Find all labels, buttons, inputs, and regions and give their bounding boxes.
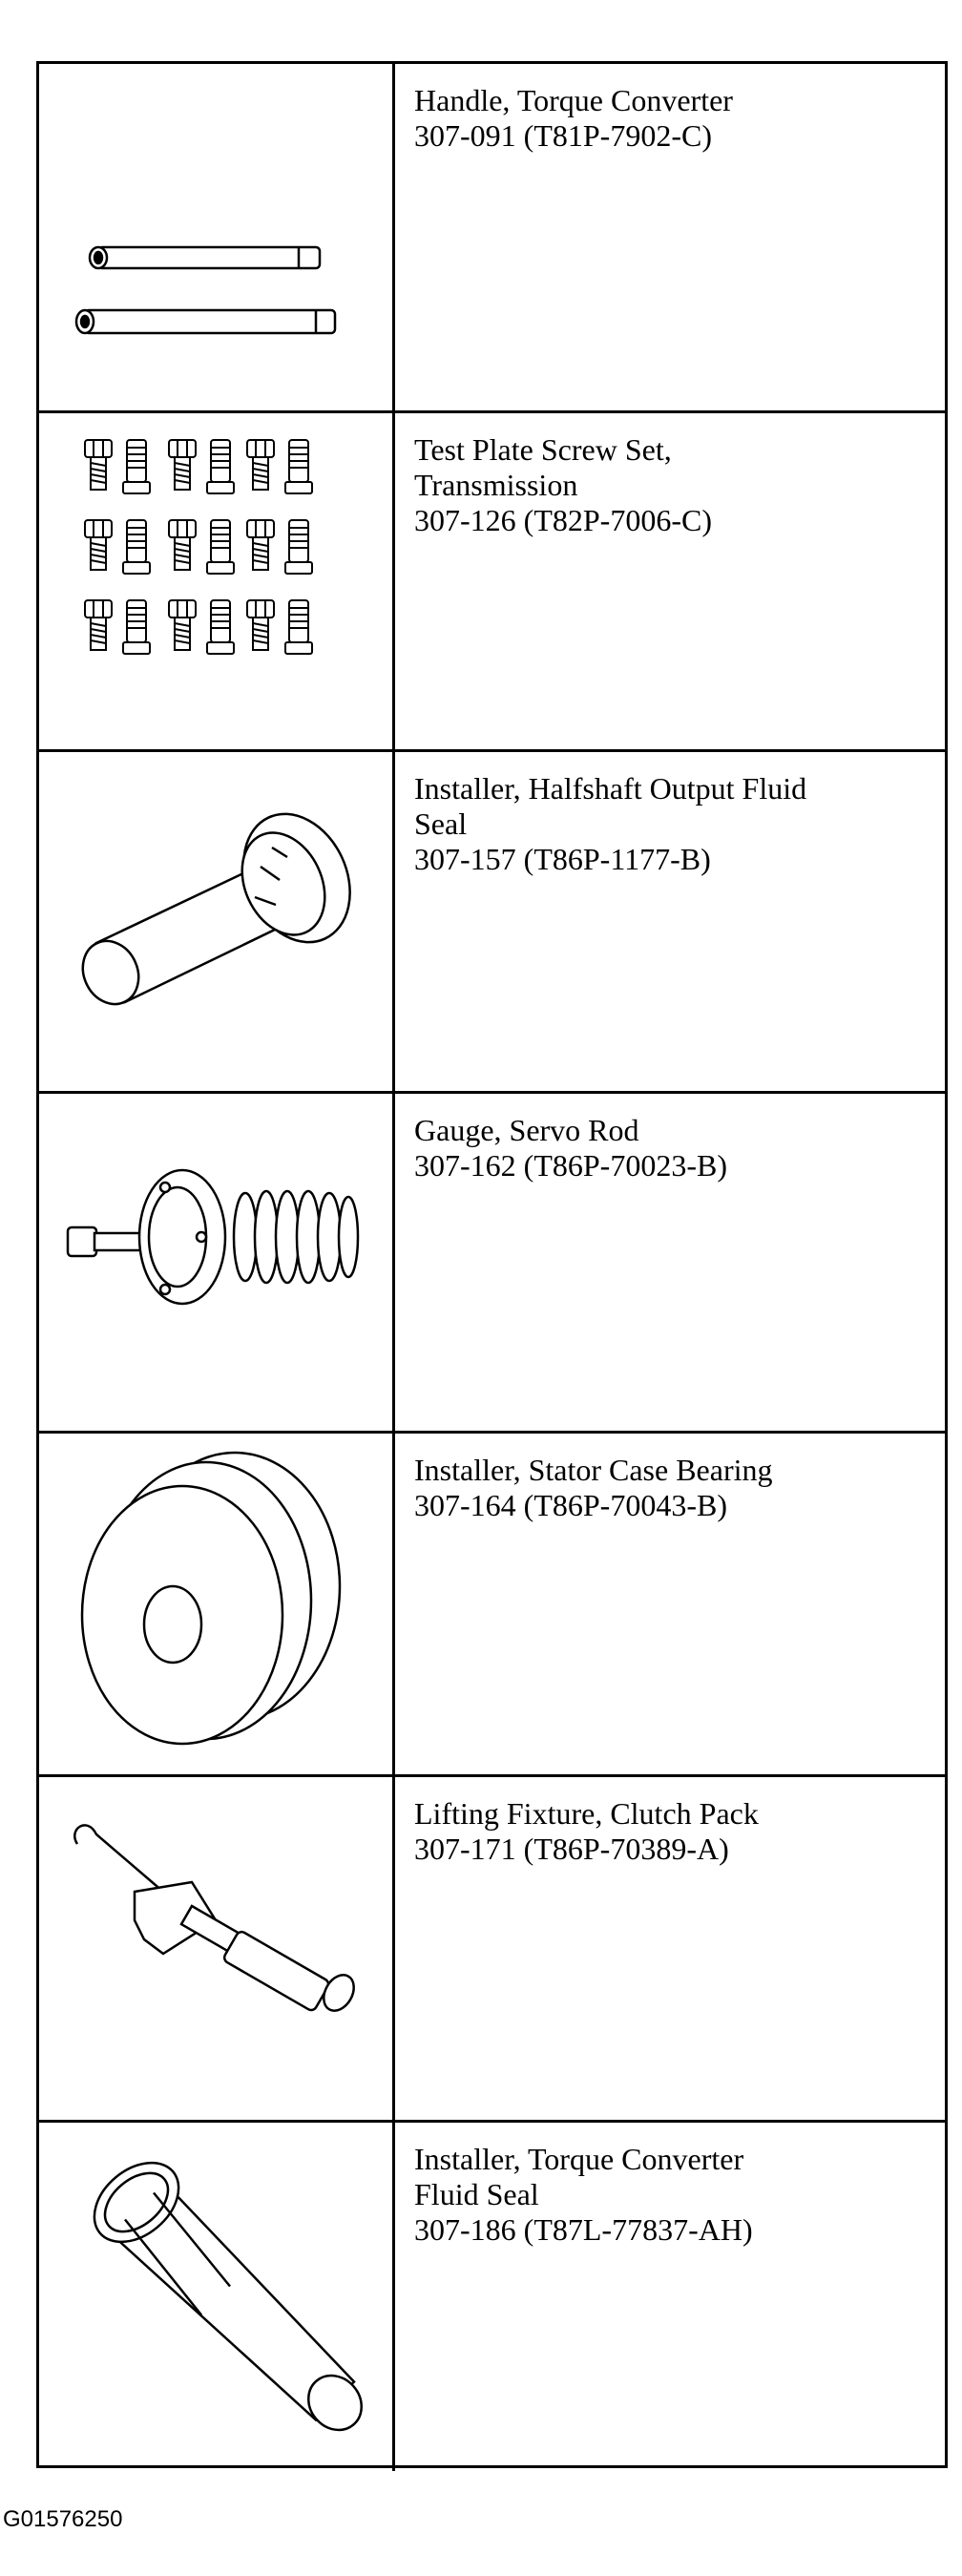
tool-text-cell: Lifting Fixture, Clutch Pack 307-171 (T8… (395, 1777, 945, 2123)
tool-description: Installer, Halfshaft Output Fluid Seal (414, 771, 807, 841)
tool-description: Handle, Torque Converter (414, 83, 733, 117)
tool-code: 307-091 (T81P-7902-C) (414, 118, 712, 153)
tool-illustration-cell (39, 752, 395, 1094)
tool-description: Installer, Torque Converter Fluid Seal (414, 2142, 744, 2211)
tool-code: 307-157 (T86P-1177-B) (414, 842, 711, 876)
tool-code: 307-126 (T82P-7006-C) (414, 503, 712, 537)
tool-description: Test Plate Screw Set, Transmission (414, 432, 672, 502)
tool-description: Lifting Fixture, Clutch Pack (414, 1796, 759, 1831)
lifting-fixture-icon (73, 1824, 355, 2012)
tool-text-cell: Installer, Torque Converter Fluid Seal 3… (395, 2123, 945, 2471)
tool-code: 307-164 (T86P-70043-B) (414, 1488, 727, 1522)
tool-description: Gauge, Servo Rod (414, 1113, 639, 1147)
tool-code: 307-162 (T86P-70023-B) (414, 1148, 727, 1183)
tool-illustration-cell (39, 413, 395, 752)
tool-text-cell: Installer, Stator Case Bearing 307-164 (… (395, 1434, 945, 1777)
screw-set-icon (84, 439, 313, 655)
tool-code: 307-186 (T87L-77837-AH) (414, 2212, 753, 2247)
tool-illustration-cell (39, 1777, 395, 2123)
special-tools-table: Handle, Torque Converter 307-091 (T81P-7… (36, 61, 948, 2471)
figure-id: G01576250 (3, 2506, 123, 2532)
tool-text-cell: Gauge, Servo Rod 307-162 (T86P-70023-B) (395, 1094, 945, 1434)
seal-installer-icon (81, 812, 351, 1006)
tool-text-cell: Handle, Torque Converter 307-091 (T81P-7… (395, 64, 945, 413)
tool-illustration-cell (39, 1434, 395, 1777)
tool-text-cell: Installer, Halfshaft Output Fluid Seal 3… (395, 752, 945, 1094)
tool-description: Installer, Stator Case Bearing (414, 1453, 773, 1487)
converter-seal-installer-icon (93, 2161, 363, 2432)
servo-gauge-icon (66, 1168, 360, 1306)
tool-illustration-cell (39, 2123, 395, 2471)
tool-illustration-cell (39, 1094, 395, 1434)
tool-illustration-cell (39, 64, 395, 413)
tool-text-cell: Test Plate Screw Set, Transmission 307-1… (395, 413, 945, 752)
tool-code: 307-171 (T86P-70389-A) (414, 1832, 729, 1866)
handle-rods-icon (74, 245, 337, 335)
bearing-installer-icon (80, 1451, 342, 1746)
